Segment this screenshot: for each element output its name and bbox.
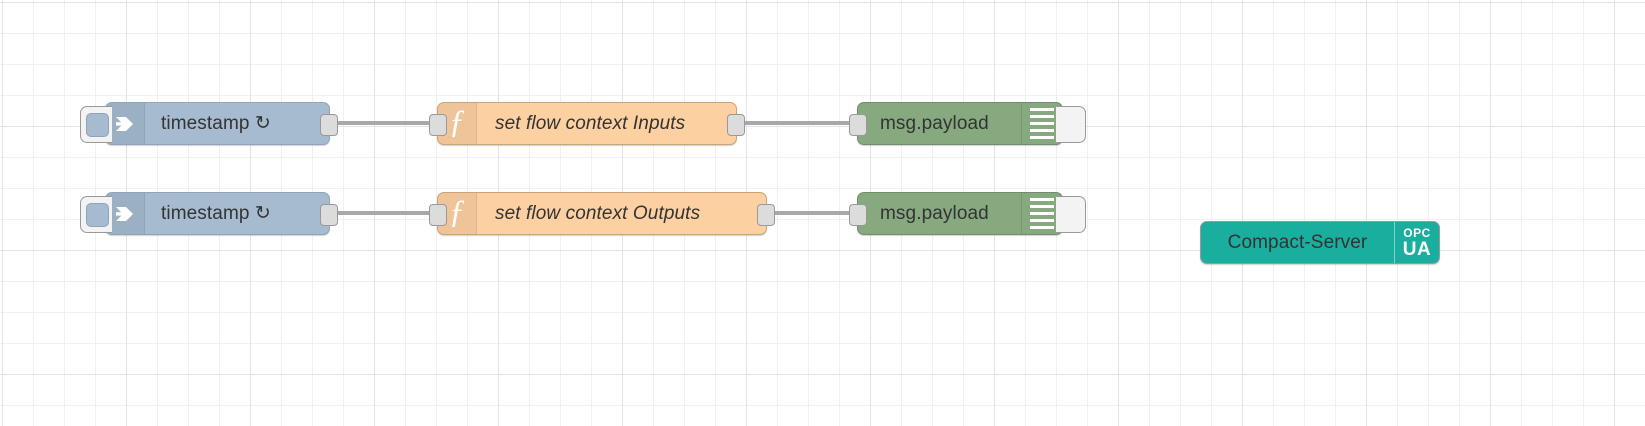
debug-node-row2[interactable]: msg.payload [849,192,1086,235]
opc-ua-icon-bottom: UA [1402,238,1432,260]
debug-node-label: msg.payload [880,202,989,224]
inject-output-port[interactable] [320,204,338,226]
debug-node-label: msg.payload [880,112,989,134]
function-node-label: set flow context Outputs [495,202,701,224]
function-node-label: set flow context Inputs [495,112,686,134]
inject-arrow-icon [106,103,145,144]
wire-function2-to-debug2[interactable] [767,211,857,215]
function-output-port[interactable] [757,204,775,226]
debug-input-port[interactable] [849,204,867,226]
inject-button-square-icon [86,202,109,227]
inject-node-label: timestamp ↻ [161,113,271,134]
opcua-server-label: Compact-Server [1227,231,1368,253]
inject-output-port[interactable] [320,114,338,136]
debug-list-icon [1021,103,1062,144]
opc-ua-icon-top: OPC [1403,225,1431,240]
debug-enable-toggle[interactable] [1056,106,1086,143]
function-output-port[interactable] [727,114,745,136]
function-node-row2[interactable]: ƒ set flow context Outputs [429,192,775,235]
debug-input-port[interactable] [849,114,867,136]
inject-trigger-button[interactable] [80,196,112,233]
debug-enable-toggle[interactable] [1056,196,1086,233]
inject-button-square-icon [86,112,109,137]
inject-node-label: timestamp ↻ [161,203,271,224]
wire-inject2-to-function2[interactable] [330,211,438,215]
inject-trigger-button[interactable] [80,106,112,143]
wire-inject1-to-function1[interactable] [330,121,438,125]
function-input-port[interactable] [429,204,447,226]
function-node-row1[interactable]: ƒ set flow context Inputs [429,102,745,145]
function-input-port[interactable] [429,114,447,136]
opc-ua-icon: OPC UA [1394,222,1439,263]
inject-node-row2[interactable]: timestamp ↻ [80,192,338,235]
inject-arrow-icon [106,193,145,234]
debug-list-icon [1021,193,1062,234]
function-f-glyph: ƒ [448,194,466,230]
debug-node-row1[interactable]: msg.payload [849,102,1086,145]
opcua-server-node[interactable]: Compact-Server OPC UA [1200,221,1440,264]
wire-function1-to-debug1[interactable] [737,121,857,125]
inject-node-row1[interactable]: timestamp ↻ [80,102,338,145]
function-f-glyph: ƒ [448,104,466,140]
